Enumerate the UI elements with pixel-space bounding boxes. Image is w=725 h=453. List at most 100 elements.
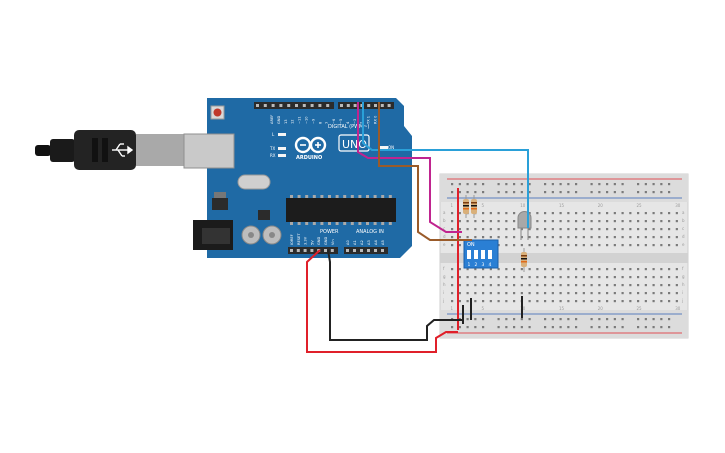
breadboard-hole[interactable] xyxy=(497,318,500,321)
breadboard-hole[interactable] xyxy=(482,228,485,231)
breadboard-hole[interactable] xyxy=(629,292,632,295)
breadboard-hole[interactable] xyxy=(668,183,671,186)
breadboard-hole[interactable] xyxy=(660,236,663,239)
breadboard-hole[interactable] xyxy=(582,220,585,223)
breadboard-hole[interactable] xyxy=(606,268,609,271)
header-pin[interactable] xyxy=(263,104,267,107)
breadboard-hole[interactable] xyxy=(675,268,678,271)
breadboard-hole[interactable] xyxy=(544,292,547,295)
breadboard-hole[interactable] xyxy=(505,191,508,194)
breadboard-hole[interactable] xyxy=(575,292,578,295)
breadboard-hole[interactable] xyxy=(668,220,671,223)
breadboard-hole[interactable] xyxy=(505,244,508,247)
breadboard-hole[interactable] xyxy=(505,300,508,303)
breadboard-hole[interactable] xyxy=(520,236,523,239)
breadboard-hole[interactable] xyxy=(482,268,485,271)
breadboard-hole[interactable] xyxy=(474,276,477,279)
breadboard-hole[interactable] xyxy=(660,300,663,303)
breadboard-hole[interactable] xyxy=(458,276,461,279)
breadboard-hole[interactable] xyxy=(489,220,492,223)
breadboard-hole[interactable] xyxy=(559,244,562,247)
breadboard-hole[interactable] xyxy=(466,284,469,287)
breadboard-hole[interactable] xyxy=(559,236,562,239)
breadboard-hole[interactable] xyxy=(559,326,562,329)
breadboard-hole[interactable] xyxy=(497,183,500,186)
header-pin[interactable] xyxy=(302,104,306,107)
breadboard-hole[interactable] xyxy=(551,244,554,247)
breadboard-hole[interactable] xyxy=(575,276,578,279)
breadboard-hole[interactable] xyxy=(590,212,593,215)
breadboard-hole[interactable] xyxy=(451,244,454,247)
breadboard-hole[interactable] xyxy=(644,276,647,279)
breadboard-hole[interactable] xyxy=(637,236,640,239)
breadboard-hole[interactable] xyxy=(544,326,547,329)
breadboard-hole[interactable] xyxy=(458,326,461,329)
header-pin[interactable] xyxy=(346,104,350,107)
breadboard-hole[interactable] xyxy=(559,183,562,186)
breadboard-hole[interactable] xyxy=(613,191,616,194)
breadboard-hole[interactable] xyxy=(559,300,562,303)
breadboard-hole[interactable] xyxy=(567,276,570,279)
breadboard-hole[interactable] xyxy=(458,212,461,215)
breadboard-hole[interactable] xyxy=(668,191,671,194)
breadboard-hole[interactable] xyxy=(598,191,601,194)
breadboard-hole[interactable] xyxy=(497,284,500,287)
breadboard-hole[interactable] xyxy=(528,292,531,295)
breadboard-hole[interactable] xyxy=(668,300,671,303)
breadboard-hole[interactable] xyxy=(598,300,601,303)
breadboard-hole[interactable] xyxy=(652,284,655,287)
breadboard-hole[interactable] xyxy=(629,300,632,303)
breadboard-hole[interactable] xyxy=(575,236,578,239)
breadboard-hole[interactable] xyxy=(559,220,562,223)
breadboard-hole[interactable] xyxy=(544,191,547,194)
breadboard-hole[interactable] xyxy=(466,268,469,271)
breadboard-hole[interactable] xyxy=(559,268,562,271)
breadboard-hole[interactable] xyxy=(489,228,492,231)
breadboard-hole[interactable] xyxy=(458,300,461,303)
breadboard-hole[interactable] xyxy=(582,244,585,247)
header-pin[interactable] xyxy=(340,104,343,107)
breadboard-hole[interactable] xyxy=(652,244,655,247)
breadboard-hole[interactable] xyxy=(575,268,578,271)
breadboard-hole[interactable] xyxy=(621,244,624,247)
breadboard-hole[interactable] xyxy=(675,244,678,247)
breadboard-hole[interactable] xyxy=(451,268,454,271)
breadboard-hole[interactable] xyxy=(536,292,539,295)
breadboard-hole[interactable] xyxy=(528,300,531,303)
breadboard-hole[interactable] xyxy=(675,276,678,279)
breadboard-hole[interactable] xyxy=(660,318,663,321)
breadboard-hole[interactable] xyxy=(551,326,554,329)
breadboard-hole[interactable] xyxy=(637,284,640,287)
breadboard-hole[interactable] xyxy=(644,326,647,329)
breadboard-hole[interactable] xyxy=(520,183,523,186)
breadboard-hole[interactable] xyxy=(606,244,609,247)
header-pin[interactable] xyxy=(330,249,334,252)
breadboard-hole[interactable] xyxy=(652,220,655,223)
breadboard-hole[interactable] xyxy=(451,300,454,303)
breadboard-hole[interactable] xyxy=(451,284,454,287)
breadboard-hole[interactable] xyxy=(644,228,647,231)
breadboard-hole[interactable] xyxy=(466,318,469,321)
header-pin[interactable] xyxy=(318,104,322,107)
breadboard-hole[interactable] xyxy=(474,191,477,194)
breadboard-hole[interactable] xyxy=(613,244,616,247)
breadboard-hole[interactable] xyxy=(613,183,616,186)
breadboard-hole[interactable] xyxy=(644,236,647,239)
breadboard-hole[interactable] xyxy=(598,220,601,223)
breadboard-hole[interactable] xyxy=(613,268,616,271)
breadboard-hole[interactable] xyxy=(528,276,531,279)
breadboard-hole[interactable] xyxy=(497,191,500,194)
breadboard-hole[interactable] xyxy=(652,268,655,271)
breadboard-hole[interactable] xyxy=(652,300,655,303)
breadboard-hole[interactable] xyxy=(489,268,492,271)
breadboard-hole[interactable] xyxy=(528,212,531,215)
breadboard-hole[interactable] xyxy=(520,191,523,194)
breadboard-hole[interactable] xyxy=(505,292,508,295)
breadboard-hole[interactable] xyxy=(621,191,624,194)
breadboard-hole[interactable] xyxy=(551,318,554,321)
breadboard-hole[interactable] xyxy=(668,326,671,329)
breadboard-hole[interactable] xyxy=(482,292,485,295)
breadboard-hole[interactable] xyxy=(505,220,508,223)
breadboard-hole[interactable] xyxy=(505,284,508,287)
